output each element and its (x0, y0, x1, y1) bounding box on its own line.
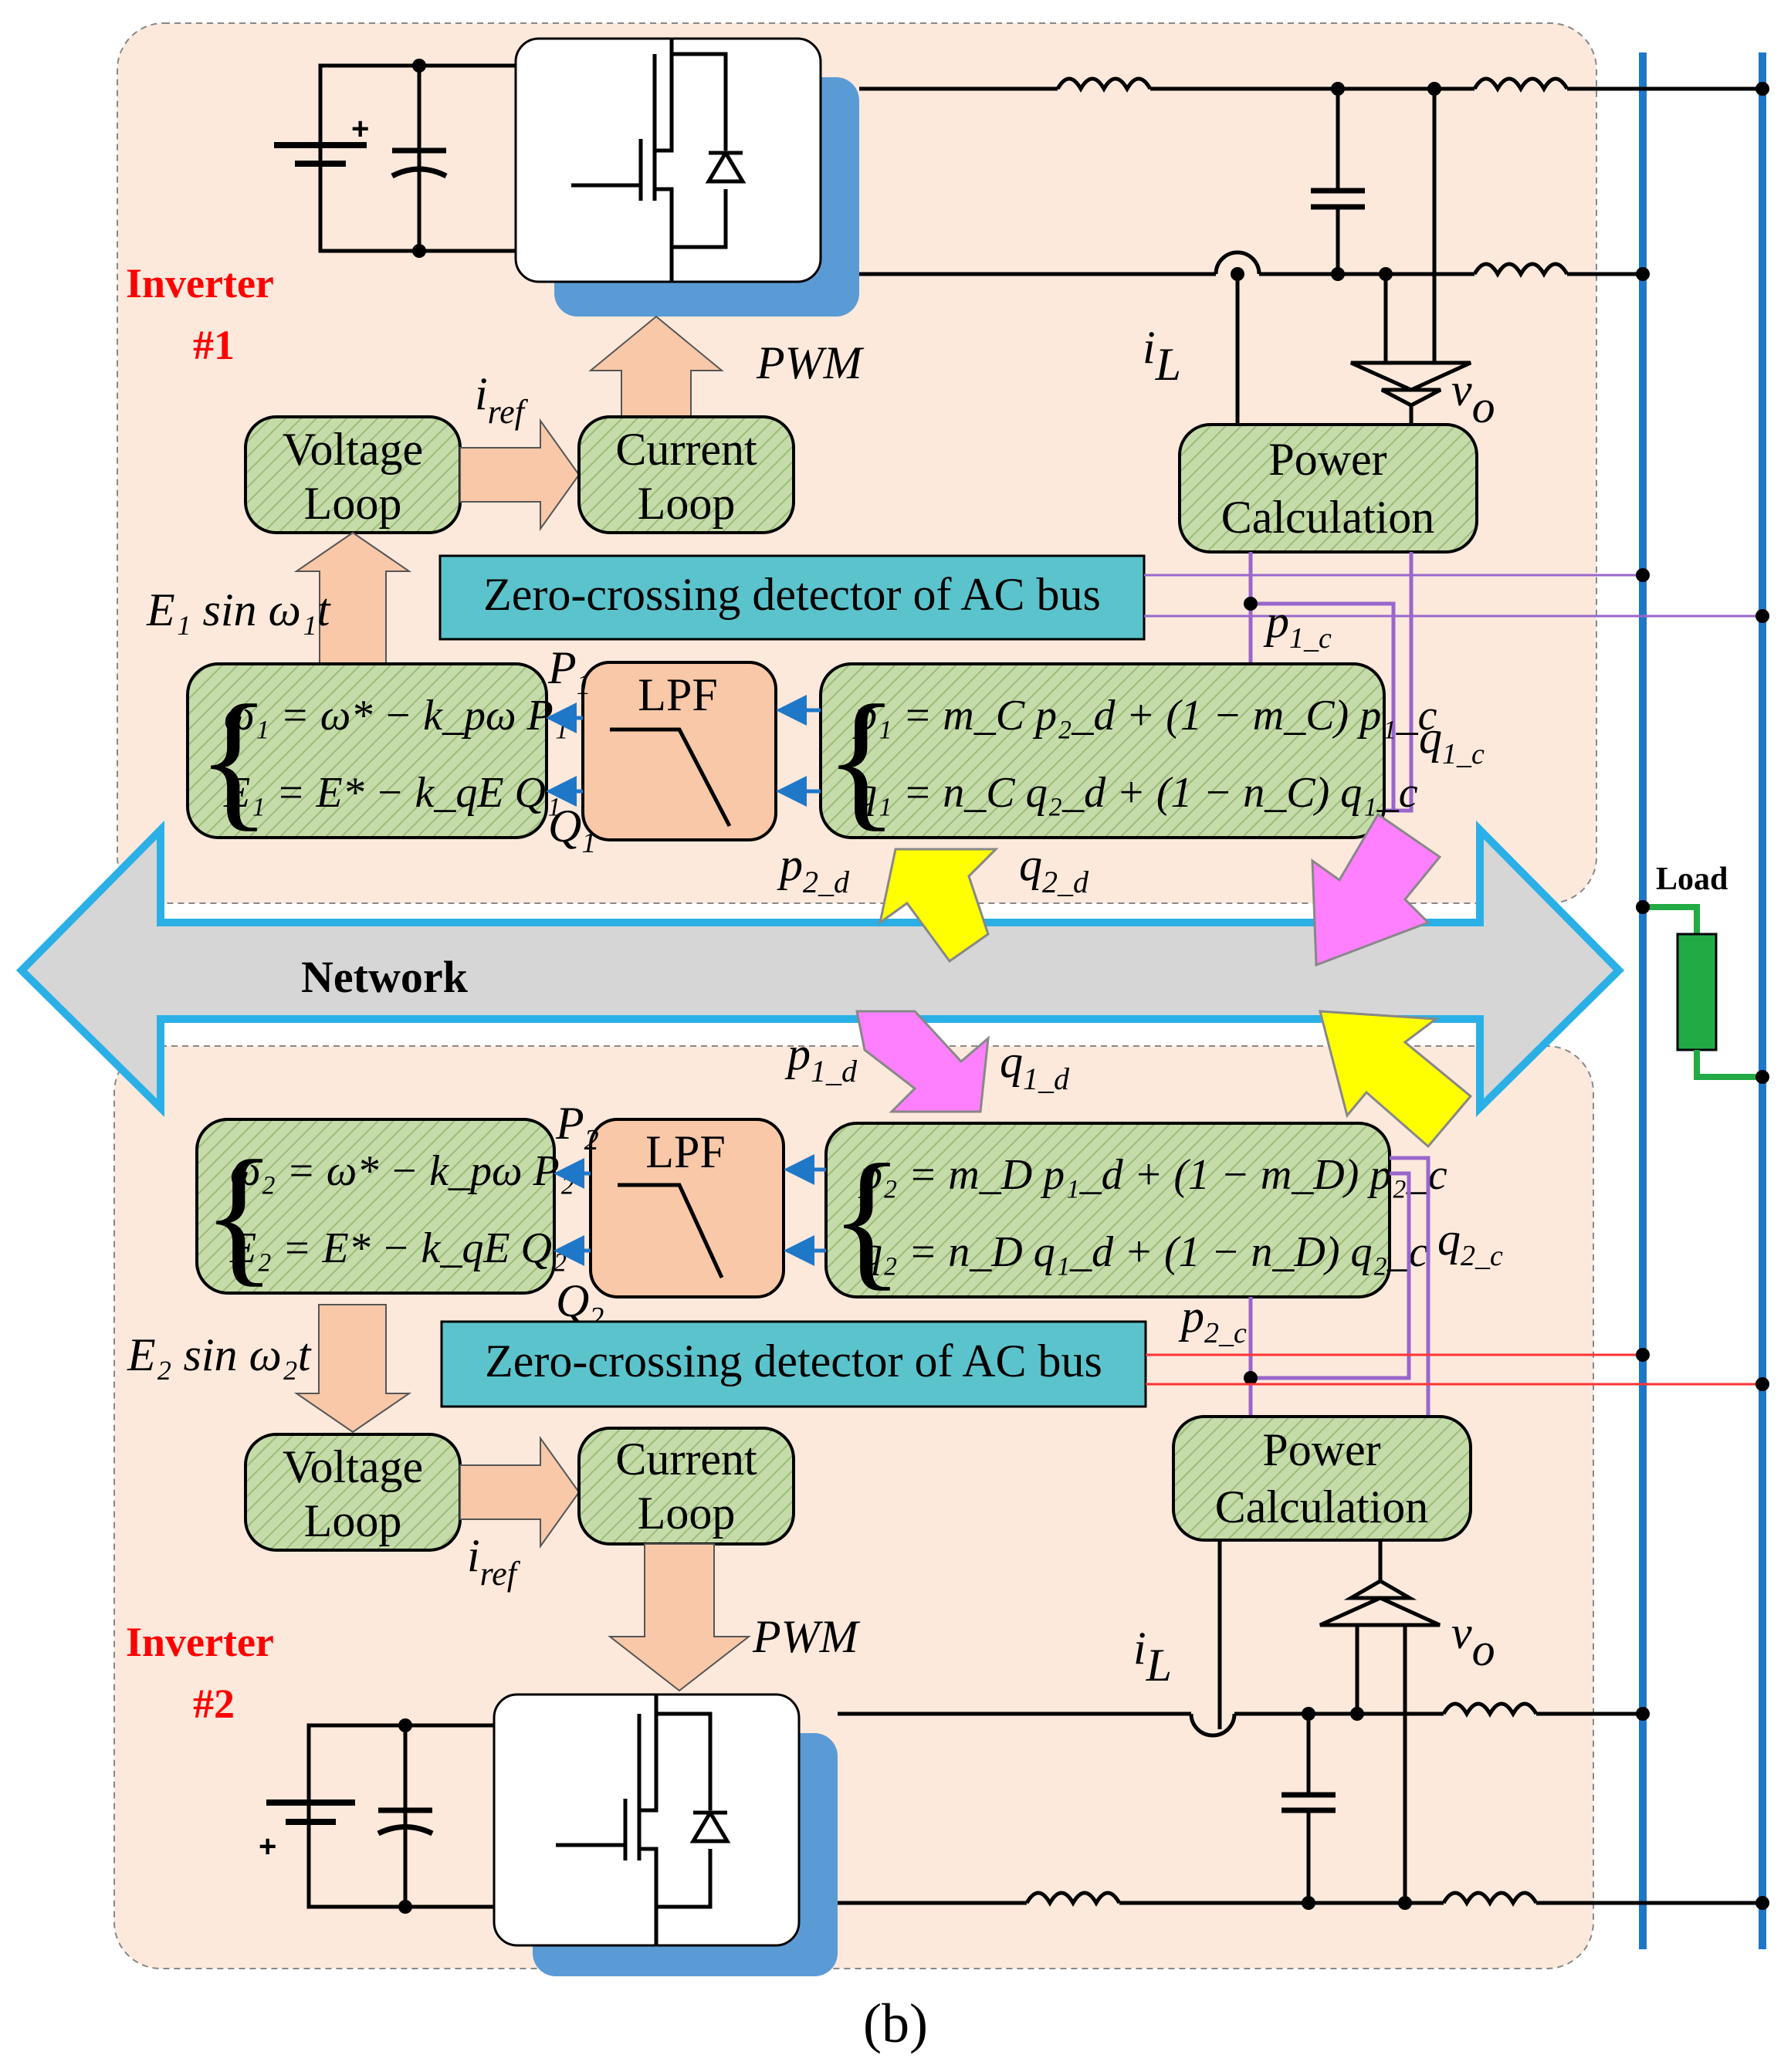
inverter1-p-c-label: p1_c (1263, 596, 1332, 655)
inverter2-vo-label: vo (1451, 1607, 1495, 1675)
inverter2-droop-block (195, 1118, 556, 1295)
inverter2-iref-label: iref (467, 1530, 521, 1593)
inverter2-q-c-label: q2_c (1437, 1214, 1503, 1272)
inverter1-p-d-label: p2_d (777, 839, 850, 899)
inverter2-zero-crossing-detector (440, 1320, 1147, 1408)
inverter2-signal-arrows (554, 1154, 826, 1266)
inverter2-q-d-label: q1_d (1000, 1036, 1070, 1096)
inverter2-voltage-loop-line2: Loop (304, 1495, 402, 1546)
inverter2-number: #2 (193, 1681, 235, 1727)
inverter2-pwm-label: PWM (752, 1611, 861, 1662)
inverter1-data-out-arrow-pink (1311, 812, 1442, 967)
inverter1-current-loop (577, 415, 795, 534)
inverter1-battery-plus: + (351, 112, 369, 146)
inverter2-igbt-icon (556, 1695, 731, 1945)
inverter2-consensus-block (824, 1122, 1391, 1298)
inverter2-consensus-eq2: q₂ = n_D q₁_d + (1 − n_D) q₂_c (861, 1228, 1428, 1276)
inverter2-p-d-label: p1_d (784, 1028, 858, 1088)
inverter1-zero-crossing-detector (438, 554, 1146, 641)
inverter1-pwm-label: PWM (756, 337, 865, 388)
inverter1-Q-label: Q1 (548, 801, 596, 859)
inverter1-voltage-loop-line1: Voltage (283, 424, 423, 475)
network-arrow (15, 820, 1625, 1117)
inverter1-voltage-loop-line2: Loop (304, 478, 402, 529)
figure-caption: (b) (863, 1992, 928, 2054)
inverter1-lpf-label: LPF (638, 669, 717, 720)
inverter1-q-c-label: q1_c (1419, 712, 1485, 770)
inverter1-droop-brace: { (197, 674, 271, 845)
inverter2-current-loop-line2: Loop (638, 1488, 736, 1539)
inverter2-P-label: P2 (555, 1098, 599, 1156)
inverter1-droop-eq2: E₁ = E* − k_qE Q₁ (223, 769, 560, 817)
inverter1-current-loop-line2: Loop (638, 478, 736, 529)
inverter1-iL-label: iL (1143, 322, 1181, 390)
inverter2-iref-arrow (459, 1435, 581, 1549)
inverter2-p-c-label: p2_c (1178, 1291, 1247, 1349)
network-label: Network (301, 952, 469, 1002)
inverter1-vo-label: vo (1451, 364, 1495, 432)
inverter2-power-calculation (1172, 1415, 1472, 1542)
inverter1-consensus-brace: { (824, 674, 899, 845)
inverter2-power-calc-line2: Calculation (1215, 1481, 1429, 1532)
inverter1-signal-arrows (546, 695, 821, 807)
inverter1-q-d-label: q2_d (1019, 839, 1089, 899)
inverter2-sine-arrow (293, 1304, 412, 1434)
inverter2-data-out-arrow-yellow (1319, 1010, 1473, 1149)
inverter1-droop-block (186, 662, 548, 839)
inverter1-consensus-eq2: q₁ = n_C q₂_d + (1 − n_C) q₁_c (855, 769, 1418, 817)
inverter2-consensus-brace: { (830, 1133, 904, 1304)
inverter2-bridge (493, 1693, 801, 1947)
inverter1-data-in-arrow-yellow (878, 848, 999, 963)
load-label: Load (1656, 862, 1728, 897)
inverter1-bridge (514, 37, 822, 283)
inverter2-droop-eq2: E₂ = E* − k_qE Q₂ (229, 1224, 567, 1272)
inverter1-sine-label: E₁ sin ω₁t (146, 584, 331, 635)
inverter1-consensus-block (819, 662, 1386, 839)
inverter1-consensus-eq1: p₁ = m_C p₂_d + (1 − m_C) p₁_c (852, 692, 1437, 740)
inverter1-power-calc-line1: Power (1268, 434, 1386, 485)
inverter2-output-filter (838, 1540, 1762, 1907)
inverter1-iref-label: iref (475, 368, 529, 431)
inverter2-zero-crossing-label: Zero-crossing detector of AC bus (485, 1336, 1102, 1386)
inverter2-droop-eq1: ω₂ = ω* − k_pω P₂ (230, 1147, 574, 1195)
inverter1-lpf-curve-icon (610, 727, 732, 828)
inverter2-iL-label: iL (1133, 1623, 1172, 1691)
inverter2-consensus-eq1: p₂ = m_D p₁_d + (1 − m_D) p₂_c (858, 1151, 1447, 1199)
inverter1-droop-eq1: ω₁ = ω* − k_pω P₁ (224, 692, 568, 740)
inverter1-iref-arrow (459, 418, 581, 532)
load-resistor (1676, 933, 1718, 1051)
inverter2-lpf-curve-icon (618, 1183, 724, 1279)
inverter2-droop-brace: { (202, 1129, 276, 1300)
load-branch (1643, 904, 1762, 1080)
inverter2-lpf-block (589, 1118, 785, 1298)
inverter2-battery-plus: + (259, 1830, 276, 1864)
inverter2-pwm-arrow (608, 1543, 751, 1692)
inverter1-output-filter (859, 76, 1762, 425)
inverter1-power-calculation (1178, 423, 1478, 554)
inverter1-power-calc-line2: Calculation (1221, 492, 1435, 543)
inverter2-power-calc-line1: Power (1262, 1424, 1380, 1475)
inverter2-sine-label: E₂ sin ω₂t (127, 1329, 312, 1380)
inverter2-data-in-arrow-pink (855, 1010, 990, 1113)
inverter2-current-loop-line1: Current (615, 1434, 757, 1485)
inverter2-lpf-label: LPF (645, 1126, 725, 1177)
inverter1-number: #1 (193, 322, 235, 368)
inverter1-igbt-icon (571, 39, 747, 282)
inverter1-current-loop-line1: Current (615, 424, 757, 475)
inverter1-lpf-block (581, 661, 777, 841)
inverter1-P-label: P1 (547, 642, 591, 701)
inverter2-voltage-loop-line1: Voltage (283, 1441, 423, 1492)
inverter2-label: Inverter (126, 1619, 274, 1665)
inverter1-label: Inverter (126, 260, 274, 306)
inverter1-zero-crossing-label: Zero-crossing detector of AC bus (483, 569, 1101, 620)
